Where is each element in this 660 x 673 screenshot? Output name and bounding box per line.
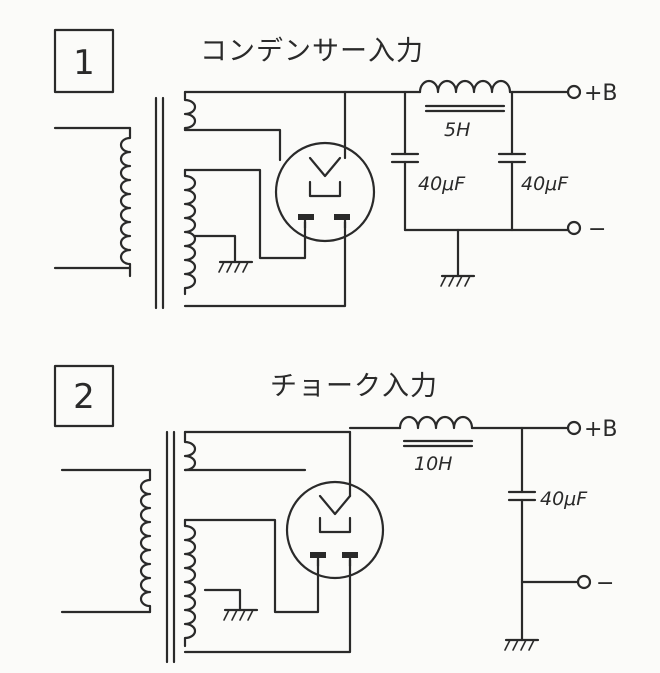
circuit-1-positive-terminal [566,84,582,100]
circuit-2-title: チョーク入力 [270,371,438,402]
circuit-2-negative-terminal [576,574,592,590]
circuit-2-number: 2 [73,377,95,417]
circuit-2-filament-winding [183,430,197,472]
circuit-2-choke [398,415,474,448]
circuit-1-ground-symbol [440,274,476,287]
circuit-2-capacitor-label: 40μF [540,488,588,510]
circuit-1-capacitor-1-label: 40μF [418,173,466,195]
circuit-2-rectifier-tube [285,430,385,580]
circuit-1-capacitor-2-label: 40μF [521,173,569,195]
circuit-1-negative-label: − [588,217,606,242]
circuit-1-rectifier-tube [274,90,376,243]
circuit-2-choke-label: 10H [414,453,452,475]
circuit-2-negative-label: − [596,571,614,596]
circuit-1-positive-label: +B [584,81,618,106]
circuit-2-transformer-core [165,430,176,664]
circuit-1-transformer-core [154,96,165,310]
circuit-1-title: コンデンサー入力 [200,36,424,67]
circuit-1-capacitor-1 [390,90,420,232]
circuit-1-negative-terminal [566,220,582,236]
circuit-1-primary-winding [53,126,132,278]
circuit-1: 1 コンデンサー入力 [53,28,618,310]
circuit-2-ground-symbol [504,638,540,651]
circuit-2-high-voltage-winding [183,518,197,648]
circuit-2-capacitor [507,426,537,642]
circuit-1-number: 1 [73,43,95,83]
circuit-1-filament-winding [183,90,197,132]
circuit-2-ground-symbol-tap [223,608,259,621]
circuit-1-high-voltage-winding [183,168,197,296]
circuit-1-ground-symbol-tap [218,260,254,273]
circuit-2: 2 チョーク入力 [53,364,618,664]
circuit-1-number-box [53,28,115,94]
circuit-2-primary-winding [60,468,152,614]
circuit-1-capacitor-2 [497,90,527,232]
circuit-2-positive-terminal [566,420,582,436]
circuit-1-choke [418,79,512,113]
circuit-1-choke-label: 5H [444,119,470,141]
circuit-2-positive-label: +B [584,417,618,442]
circuit-2-number-box [53,364,115,428]
